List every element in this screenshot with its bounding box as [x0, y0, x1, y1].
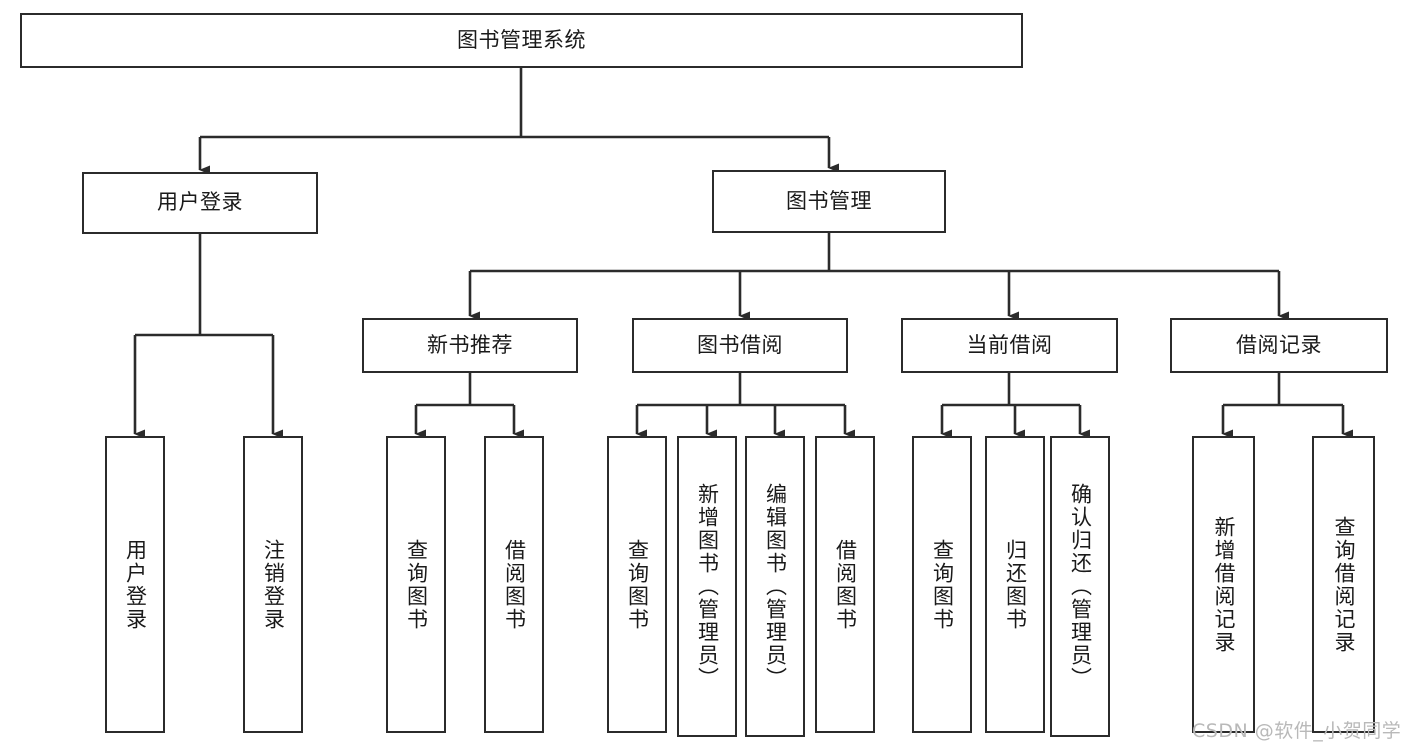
node-label: 新增图书（管理员）: [695, 483, 720, 690]
node-leaf-logout[interactable]: 注销登录: [243, 436, 303, 733]
node-user-login[interactable]: 用户登录: [82, 172, 318, 234]
node-leaf-return-book[interactable]: 归还图书: [985, 436, 1045, 733]
node-label: 图书管理: [786, 188, 872, 213]
node-book-management[interactable]: 图书管理: [712, 170, 946, 233]
node-current-borrow[interactable]: 当前借阅: [901, 318, 1118, 373]
node-leaf-add-borrow-record[interactable]: 新增借阅记录: [1192, 436, 1255, 733]
node-leaf-borrow-book-2[interactable]: 借阅图书: [815, 436, 875, 733]
node-label: 查询借阅记录: [1331, 515, 1356, 654]
node-label: 用户登录: [123, 538, 148, 631]
node-label: 借阅图书: [833, 538, 858, 631]
node-label: 图书管理系统: [457, 27, 586, 52]
node-new-book-recommend[interactable]: 新书推荐: [362, 318, 578, 373]
node-label: 借阅记录: [1236, 332, 1322, 357]
node-leaf-user-login[interactable]: 用户登录: [105, 436, 165, 733]
node-leaf-add-book[interactable]: 新增图书（管理员）: [677, 436, 737, 737]
node-label: 注销登录: [261, 538, 286, 631]
node-leaf-query-book-2[interactable]: 查询图书: [607, 436, 667, 733]
node-label: 当前借阅: [966, 332, 1053, 357]
node-leaf-query-book-3[interactable]: 查询图书: [912, 436, 972, 733]
node-label: 归还图书: [1003, 538, 1028, 631]
node-borrow-record[interactable]: 借阅记录: [1170, 318, 1388, 373]
node-label: 编辑图书（管理员）: [763, 483, 788, 690]
node-label: 查询图书: [930, 538, 955, 631]
node-label: 确认归还（管理员）: [1068, 483, 1093, 690]
node-label: 用户登录: [157, 190, 243, 215]
node-root-system[interactable]: 图书管理系统: [20, 13, 1023, 68]
node-label: 图书借阅: [697, 332, 783, 357]
node-leaf-edit-book[interactable]: 编辑图书（管理员）: [745, 436, 805, 737]
node-label: 新书推荐: [427, 332, 513, 357]
node-label: 查询图书: [625, 538, 650, 631]
node-leaf-borrow-book-1[interactable]: 借阅图书: [484, 436, 544, 733]
node-leaf-confirm-return[interactable]: 确认归还（管理员）: [1050, 436, 1110, 737]
csdn-watermark: CSDN @软件_小贺同学: [1192, 720, 1402, 742]
node-leaf-query-book-1[interactable]: 查询图书: [386, 436, 446, 733]
node-label: 查询图书: [404, 538, 429, 631]
node-book-borrow[interactable]: 图书借阅: [632, 318, 848, 373]
node-leaf-query-borrow-record[interactable]: 查询借阅记录: [1312, 436, 1375, 733]
node-label: 新增借阅记录: [1211, 515, 1236, 654]
node-label: 借阅图书: [502, 538, 527, 631]
